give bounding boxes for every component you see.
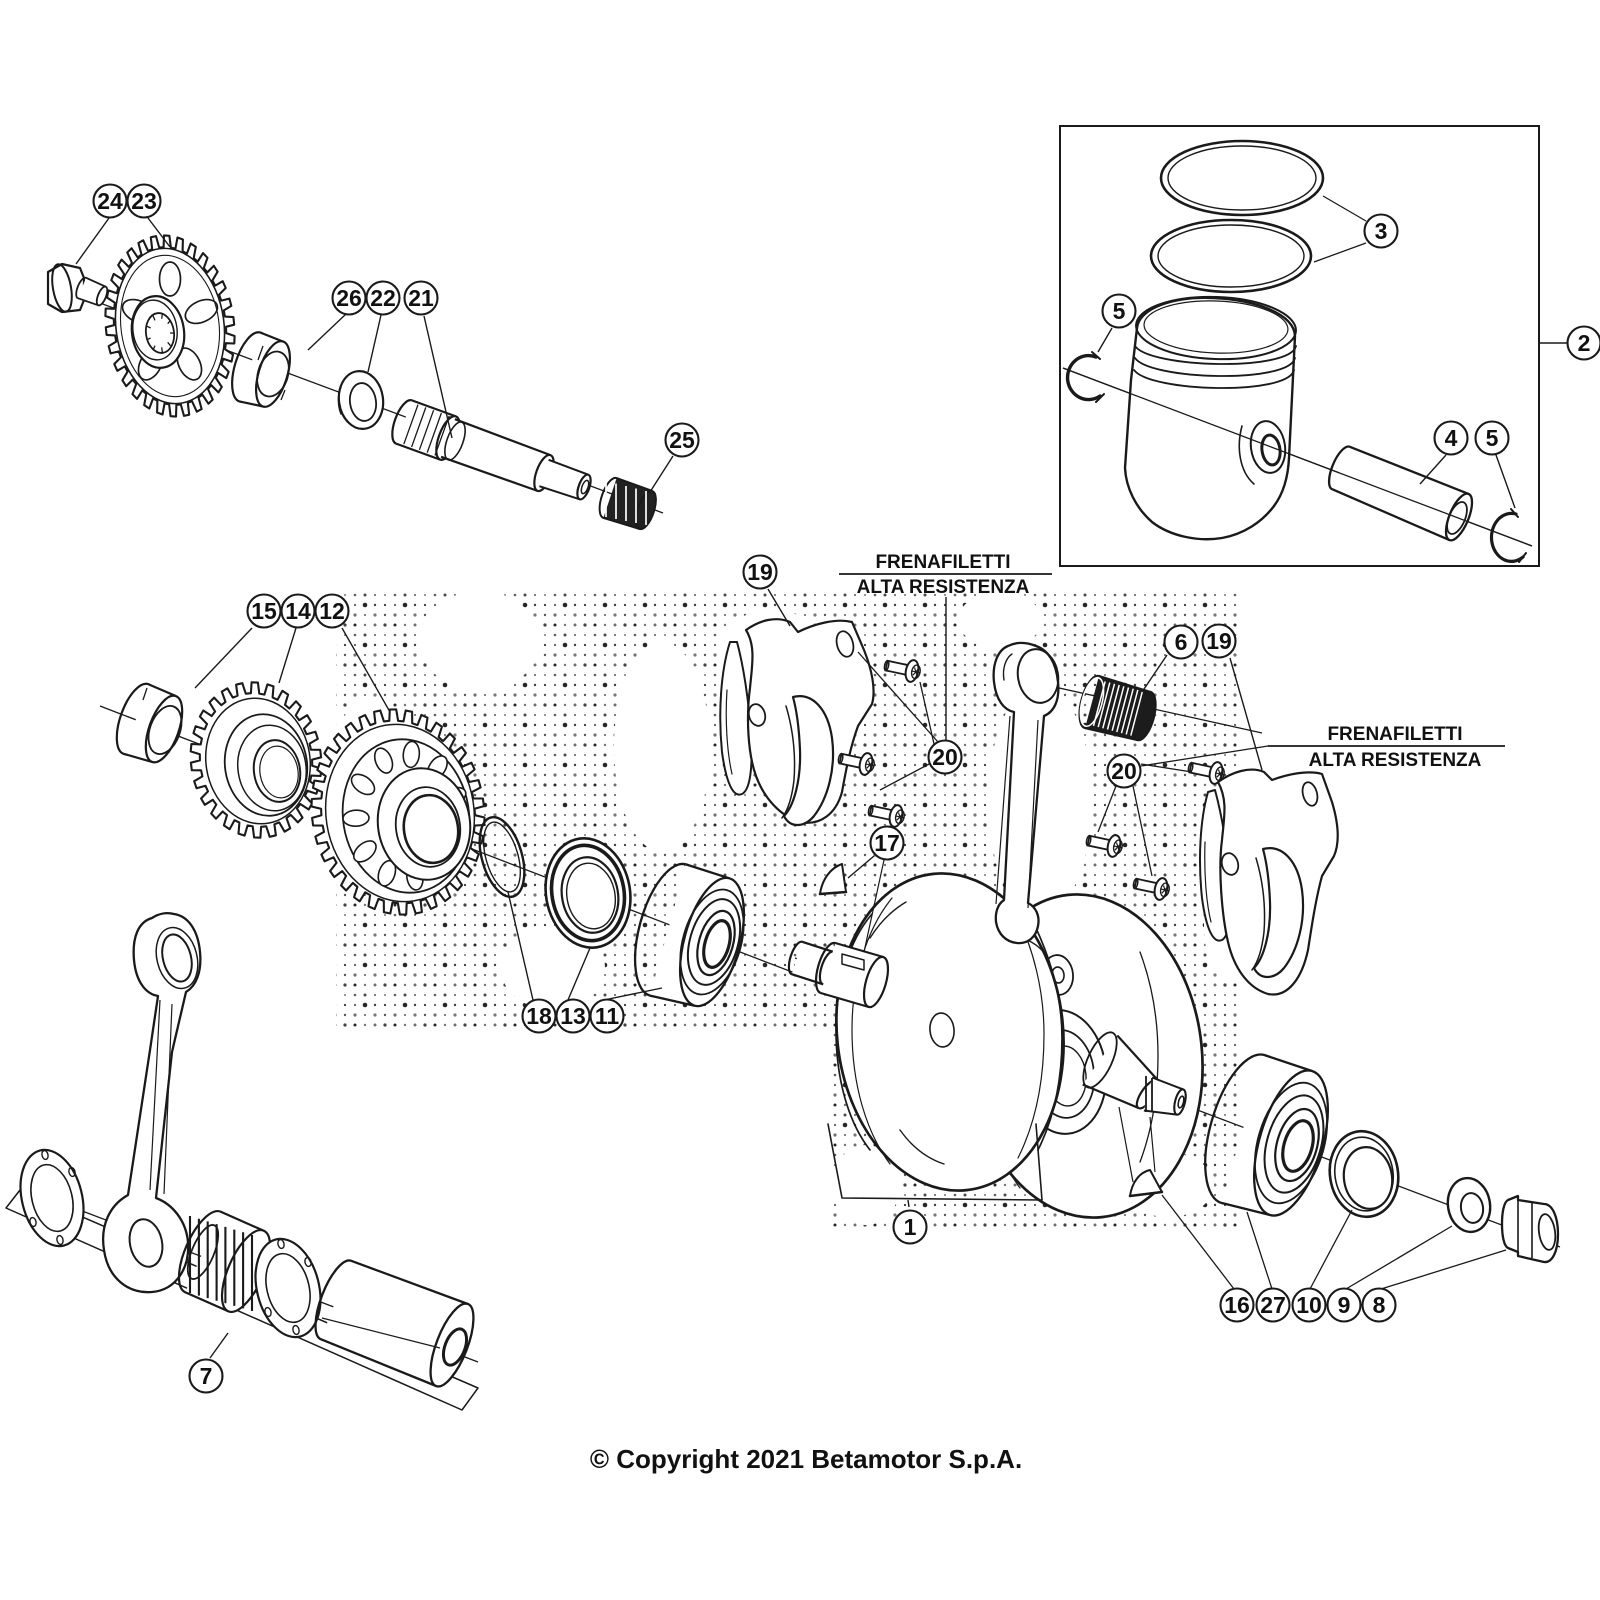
svg-text:19: 19 <box>747 559 773 585</box>
svg-text:20: 20 <box>1111 758 1137 784</box>
svg-text:7: 7 <box>200 1363 213 1389</box>
svg-text:15: 15 <box>251 598 277 624</box>
svg-text:18: 18 <box>526 1003 552 1029</box>
svg-text:13: 13 <box>560 1003 586 1029</box>
svg-text:14: 14 <box>285 598 311 624</box>
svg-text:12: 12 <box>319 598 345 624</box>
svg-text:6: 6 <box>1175 629 1188 655</box>
svg-text:2: 2 <box>1578 330 1591 356</box>
svg-text:10: 10 <box>1296 1292 1322 1318</box>
svg-text:16: 16 <box>1224 1292 1250 1318</box>
svg-text:25: 25 <box>669 427 695 453</box>
svg-text:21: 21 <box>408 285 434 311</box>
svg-text:20: 20 <box>932 744 958 770</box>
svg-text:27: 27 <box>1260 1292 1286 1318</box>
svg-text:© Copyright 2021 Betamotor S.p: © Copyright 2021 Betamotor S.p.A. <box>590 1444 1022 1474</box>
svg-text:8: 8 <box>1373 1292 1386 1318</box>
svg-text:FRENAFILETTI: FRENAFILETTI <box>1327 724 1462 745</box>
svg-text:22: 22 <box>370 285 396 311</box>
svg-text:5: 5 <box>1486 425 1499 451</box>
svg-text:3: 3 <box>1375 218 1388 244</box>
svg-text:17: 17 <box>874 830 900 856</box>
svg-text:ALTA RESISTENZA: ALTA RESISTENZA <box>857 577 1030 598</box>
svg-text:5: 5 <box>1113 298 1126 324</box>
svg-text:1: 1 <box>904 1214 917 1240</box>
svg-text:ALTA RESISTENZA: ALTA RESISTENZA <box>1309 750 1482 771</box>
svg-text:9: 9 <box>1338 1292 1351 1318</box>
svg-text:26: 26 <box>336 285 362 311</box>
svg-text:23: 23 <box>131 188 157 214</box>
svg-text:11: 11 <box>595 1003 620 1029</box>
svg-text:24: 24 <box>97 188 123 214</box>
svg-text:19: 19 <box>1206 628 1232 654</box>
svg-text:4: 4 <box>1445 425 1458 451</box>
svg-text:FRENAFILETTI: FRENAFILETTI <box>875 552 1010 573</box>
